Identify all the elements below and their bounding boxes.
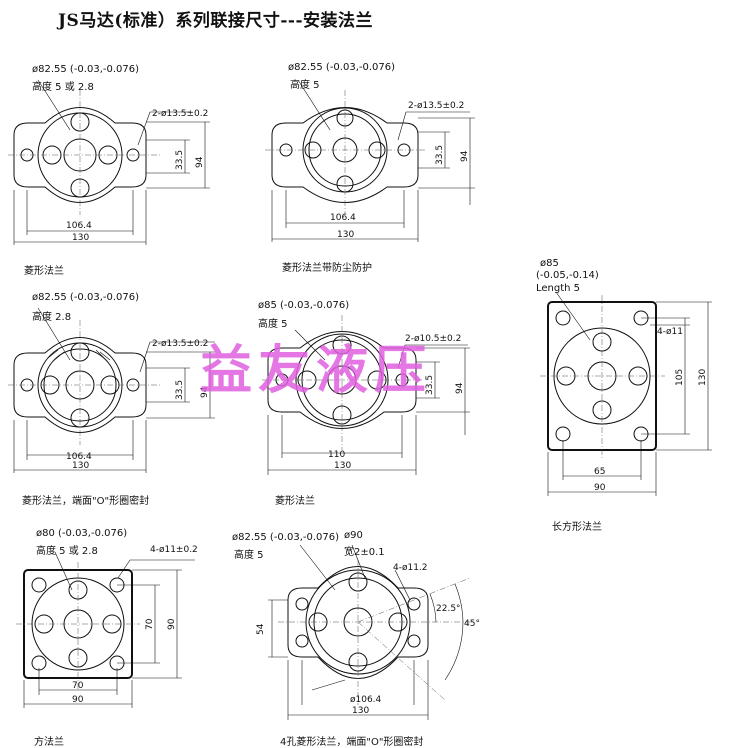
panel-3-callout-1: ø82.55 (-0.03,-0.076) [32,292,140,303]
panel-3-dim-total-h: 94 [200,386,210,398]
panel-2-dim-w: 130 [337,230,354,240]
panel-3-dim-h: 33.5 [175,380,185,400]
panel-3-callout-2: 高度 2.8 [32,312,72,323]
panel-7-drawing [268,544,471,720]
panel-6-dim-total-h: 90 [167,618,177,630]
panel-6-drawing [16,551,195,708]
panel-4-dim-inner-w: 110 [328,450,345,460]
panel-2-dim-inner-w: 106.4 [330,213,356,223]
panel-2-dim-total-h: 94 [460,150,470,162]
panel-6-dim-inner-w: 70 [72,681,84,691]
panel-4-callout-1: ø85 (-0.03,-0.076) [258,300,350,311]
panel-7-callout-2: 高度 5 [234,550,264,561]
panel-2-callout-2: 高度 5 [290,80,320,91]
panel-7-callout-1: ø82.55 (-0.03,-0.076) [232,532,340,543]
panel-6-dim-w: 90 [72,695,84,705]
panel-5-dim-inner-w: 65 [594,467,605,477]
panel-1-callout-2: 高度 5 或 2.8 [32,82,94,93]
panel-4-drawing [262,315,470,475]
panel-4-holes: 2-ø10.5±0.2 [405,334,461,344]
panel-5-callout-3: Length 5 [536,283,581,294]
panel-7-callout-3: ø90 [344,530,363,541]
panel-3-holes: 2-ø13.5±0.2 [152,339,208,349]
panel-7-dim-h: 54 [256,623,266,635]
panel-6-caption: 方法兰 [34,737,64,748]
panel-4-dim-h: 33.5 [425,375,435,395]
panel-7-callout-4: 宽2±0.1 [344,547,385,558]
panel-3-dim-inner-w: 106.4 [66,452,92,462]
panel-6-dim-h: 70 [145,618,155,630]
panel-2-drawing [265,79,475,242]
panel-1-holes: 2-ø13.5±0.2 [152,109,208,119]
panel-3-dim-w: 130 [72,461,89,471]
panel-5-drawing [540,291,712,496]
panel-5-callout-1: ø85 [540,258,559,269]
panel-5-holes: 4-ø11 [657,327,683,337]
panel-7-holes: 4-ø11.2 [393,563,428,573]
panel-5-dim-w: 90 [594,483,606,493]
panel-5-dim-h: 105 [675,369,685,386]
panel-2-holes: 2-ø13.5±0.2 [408,101,464,111]
panel-1-dim-h: 33.5 [175,150,185,170]
panel-5-callout-2: (-0.05,-0.14) [536,270,599,281]
panel-6-holes: 4-ø11±0.2 [150,545,198,555]
panel-1-dim-w: 130 [72,233,89,243]
watermark: 益友液压 [200,340,433,401]
panel-1-caption: 菱形法兰 [24,266,64,277]
panel-5-dim-total-h: 130 [698,369,708,386]
panel-2-dim-h: 33.5 [435,145,445,165]
panel-4-dim-w: 130 [334,461,351,471]
panel-6-callout-2: 高度 5 或 2.8 [36,546,98,557]
panel-7-dim-inner-w: ø106.4 [350,695,382,705]
panel-1-dim-total-h: 94 [195,156,205,168]
panel-2-callout-1: ø82.55 (-0.03,-0.076) [288,62,396,73]
panel-1-drawing [8,79,210,245]
page-title: JS马达(标准）系列联接尺寸---安装法兰 [58,11,374,31]
panel-3-drawing [8,307,215,473]
panel-7-angle-1: 22.5° [436,604,461,614]
panel-7-angle-2: 45° [464,619,480,629]
panel-4-callout-2: 高度 5 [258,319,288,330]
panel-2-caption: 菱形法兰带防尘防护 [282,263,372,274]
panel-1-callout-1: ø82.55 (-0.03,-0.076) [32,64,140,75]
panel-4-dim-total-h: 94 [455,382,465,394]
panel-5-caption: 长方形法兰 [552,522,602,533]
panel-1-dim-inner-w: 106.4 [66,221,92,231]
panel-4-caption: 菱形法兰 [275,496,315,507]
panel-6-callout-1: ø80 (-0.03,-0.076) [36,528,128,539]
panel-3-caption: 菱形法兰，端面"O"形圈密封 [22,496,150,507]
panel-7-caption: 4孔菱形法兰，端面"O"形圈密封 [280,737,424,748]
panel-7-dim-w: 130 [352,706,369,716]
